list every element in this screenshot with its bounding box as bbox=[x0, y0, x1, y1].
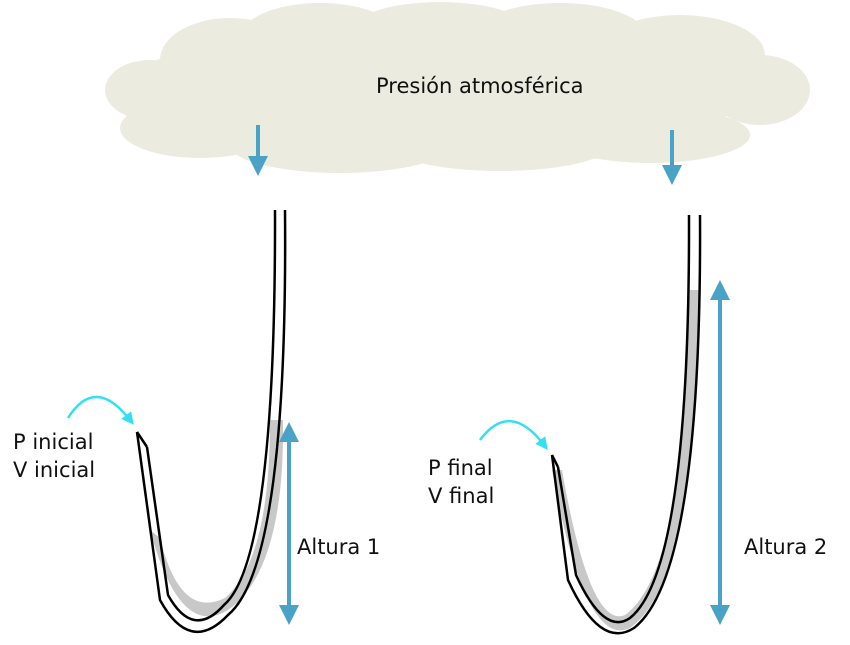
pressure-initial-label: P inicial bbox=[13, 430, 94, 454]
curved-arrow-right bbox=[479, 420, 548, 450]
tube-right-inner-wall bbox=[556, 214, 691, 624]
volume-final-label: V final bbox=[428, 484, 495, 508]
volume-initial-label: V inicial bbox=[13, 458, 96, 482]
tube-left-top-cap bbox=[135, 431, 149, 448]
curved-arrow-left bbox=[66, 395, 134, 425]
height-2-label: Altura 2 bbox=[744, 535, 828, 559]
tube-left-outer-wall bbox=[135, 209, 287, 633]
left-state-labels: P inicial V inicial bbox=[13, 428, 95, 484]
liquid-left bbox=[150, 420, 284, 617]
tube-left-inner-wall bbox=[145, 209, 277, 622]
tube-left bbox=[135, 209, 287, 633]
pressure-final-label: P final bbox=[428, 456, 493, 480]
liquid-right bbox=[552, 290, 699, 631]
atmosphere-cloud bbox=[105, 2, 810, 173]
tube-right bbox=[550, 214, 702, 635]
tube-right-outer-wall bbox=[550, 214, 702, 635]
right-state-labels: P final V final bbox=[428, 454, 494, 510]
height-1-label: Altura 1 bbox=[297, 535, 381, 559]
tube-right-top-cap bbox=[550, 454, 560, 468]
atmosphere-label: Presión atmosférica bbox=[376, 74, 584, 98]
